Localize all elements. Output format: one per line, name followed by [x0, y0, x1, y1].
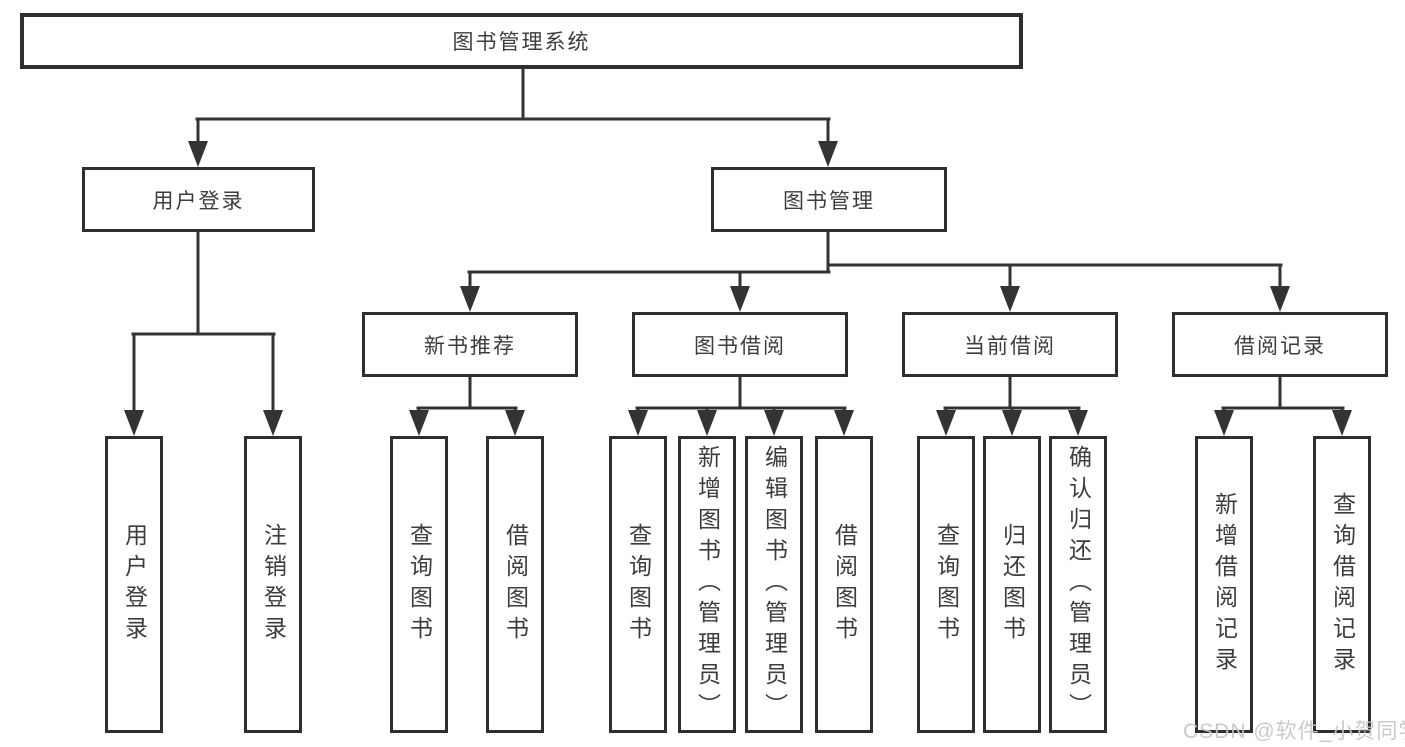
leaf-query-borrow-record: 查询借阅记录: [1313, 436, 1371, 733]
leaf-return-books-label: 归还图书: [999, 522, 1026, 647]
leaf-confirm-return-admin-label: 确认归还（管理员）: [1065, 445, 1092, 724]
node-borrowing-records-label: 借阅记录: [1234, 334, 1326, 358]
leaf-add-books-admin: 新增图书（管理员）: [678, 436, 736, 733]
node-book-management-label: 图书管理: [783, 189, 875, 213]
leaf-borrow-books-1-label: 借阅图书: [502, 522, 529, 647]
leaf-query-books-2-label: 查询图书: [625, 522, 652, 647]
leaf-query-books-1-label: 查询图书: [406, 522, 433, 647]
leaf-borrow-books-1: 借阅图书: [486, 436, 544, 733]
leaf-query-borrow-record-label: 查询借阅记录: [1329, 491, 1356, 678]
node-new-book-recommend-label: 新书推荐: [424, 334, 516, 358]
node-new-book-recommend: 新书推荐: [362, 312, 578, 377]
node-library-system-label: 图书管理系统: [452, 31, 591, 54]
leaf-query-books-1: 查询图书: [390, 436, 448, 733]
leaf-edit-books-admin: 编辑图书（管理员）: [745, 436, 803, 733]
leaf-logout-label: 注销登录: [260, 522, 287, 647]
leaf-confirm-return-admin: 确认归还（管理员）: [1049, 436, 1107, 733]
leaf-add-books-admin-label: 新增图书（管理员）: [694, 445, 721, 724]
leaf-borrow-books-2-label: 借阅图书: [831, 522, 858, 647]
leaf-add-borrow-record-label: 新增借阅记录: [1211, 491, 1238, 678]
node-borrowing-records: 借阅记录: [1172, 312, 1388, 377]
arrowheads: [124, 141, 1352, 436]
leaf-add-borrow-record: 新增借阅记录: [1195, 436, 1253, 733]
node-user-login-label: 用户登录: [152, 189, 245, 213]
node-library-system: 图书管理系统: [20, 13, 1023, 69]
node-book-management: 图书管理: [711, 167, 947, 232]
node-user-login: 用户登录: [82, 167, 315, 232]
leaf-edit-books-admin-label: 编辑图书（管理员）: [761, 445, 788, 724]
node-book-borrowing: 图书借阅: [632, 312, 848, 377]
node-current-borrowing-label: 当前借阅: [964, 334, 1056, 358]
leaf-return-books: 归还图书: [983, 436, 1041, 733]
leaf-user-login-label: 用户登录: [121, 522, 148, 647]
csdn-watermark: CSDN @软件_小贺同学: [1183, 720, 1405, 743]
leaf-user-login: 用户登录: [105, 436, 163, 733]
node-current-borrowing: 当前借阅: [902, 312, 1118, 377]
node-book-borrowing-label: 图书借阅: [694, 334, 786, 358]
leaf-borrow-books-2: 借阅图书: [815, 436, 873, 733]
leaf-query-books-3: 查询图书: [917, 436, 975, 733]
leaf-query-books-2: 查询图书: [609, 436, 667, 733]
leaf-logout: 注销登录: [244, 436, 302, 733]
leaf-query-books-3-label: 查询图书: [933, 522, 960, 647]
